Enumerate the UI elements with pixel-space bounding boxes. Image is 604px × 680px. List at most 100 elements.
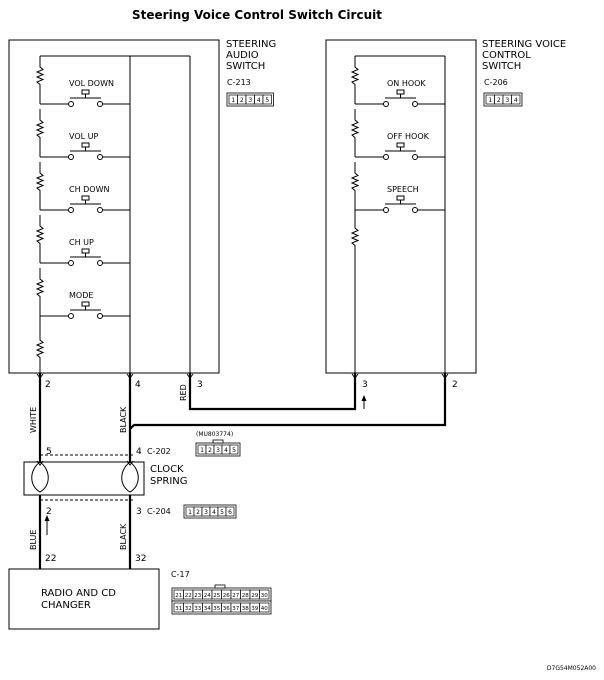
svg-text:38: 38 (242, 606, 249, 612)
switch-on-hook: ON HOOK (355, 79, 445, 107)
audio-switch-name-line-1: STEERING (226, 39, 276, 50)
svg-text:37: 37 (232, 606, 239, 612)
voice-switch-name-line-1: STEERING VOICE (482, 39, 566, 50)
clock-spring-pin-2: 2 (46, 507, 52, 517)
c213-pin-2: 2 (237, 94, 247, 105)
svg-text:1: 1 (200, 447, 204, 454)
resistor-symbol (35, 276, 45, 300)
audio-switch-name-line-2: AUDIO (226, 50, 259, 61)
wire-color-red: RED (179, 384, 188, 401)
svg-text:4: 4 (257, 97, 261, 104)
svg-text:3: 3 (204, 509, 208, 516)
switch-mode: MODE (40, 291, 130, 319)
c17-pin-21: 21 (173, 589, 184, 600)
svg-text:22: 22 (185, 593, 192, 599)
resistor-symbol (35, 170, 45, 194)
c206-pin-1: 1 (485, 94, 495, 105)
c202-pin-2: 2 (205, 444, 215, 455)
diagram-title: Steering Voice Control Switch Circuit (132, 8, 382, 22)
svg-text:2: 2 (240, 97, 244, 104)
svg-text:4: 4 (135, 380, 141, 390)
radio-name-line-1: RADIO AND CD (41, 588, 116, 599)
clock-spring-part-number: (MU803774) (196, 431, 233, 438)
resistor-symbol (35, 64, 45, 88)
c17-pin-22: 22 (183, 589, 194, 600)
radio-pin-22: 22 (45, 554, 56, 564)
svg-text:24: 24 (204, 593, 211, 599)
svg-text:3: 3 (248, 97, 252, 104)
c17-pin-36: 36 (221, 602, 232, 613)
svg-text:34: 34 (204, 606, 211, 612)
resistor-symbol (35, 117, 45, 141)
switch-off-hook: OFF HOOK (355, 132, 445, 160)
resistor-symbol (35, 223, 45, 247)
switch-ch-down: CH DOWN (40, 185, 130, 213)
c202-pin-1: 1 (197, 444, 207, 455)
switch-label-mode: MODE (69, 291, 93, 300)
switch-label-speech: SPEECH (387, 185, 419, 194)
c17-pin-39: 39 (249, 602, 260, 613)
svg-text:32: 32 (185, 606, 192, 612)
c17-pin-27: 27 (230, 589, 241, 600)
c17-pin-32: 32 (183, 602, 194, 613)
svg-text:4: 4 (212, 509, 216, 516)
svg-text:5: 5 (220, 509, 224, 516)
switch-vol-up: VOL UP (40, 132, 130, 160)
voice-switch-name-line-2: CONTROL (482, 50, 531, 61)
c17-pin-24: 24 (202, 589, 213, 600)
clock-spring-connector-top: C-202 (147, 447, 171, 456)
wire-voice-ground (129, 373, 447, 430)
c17-pin-40: 40 (259, 602, 270, 613)
svg-text:4: 4 (224, 447, 228, 454)
c204-pin-5: 5 (217, 506, 227, 517)
c17-pin-28: 28 (240, 589, 251, 600)
radio-pin-32: 32 (135, 554, 146, 564)
svg-text:2: 2 (208, 447, 212, 454)
svg-text:33: 33 (194, 606, 201, 612)
svg-text:1: 1 (231, 97, 235, 104)
svg-text:27: 27 (232, 593, 239, 599)
c204-pin-3: 3 (201, 506, 211, 517)
clock-spring-pin-5: 5 (46, 447, 52, 457)
c204-pin-2: 2 (193, 506, 203, 517)
switch-label-off-hook: OFF HOOK (387, 132, 430, 141)
c17-pin-26: 26 (221, 589, 232, 600)
c204-pin-6: 6 (225, 506, 235, 517)
c204-pin-1: 1 (185, 506, 195, 517)
resistor-symbol (350, 117, 360, 141)
c17-pin-35: 35 (211, 602, 222, 613)
wire-color-black-lower: BLACK (119, 523, 128, 550)
svg-text:25: 25 (213, 593, 220, 599)
svg-text:21: 21 (175, 593, 182, 599)
voice-switch-name-line-3: SWITCH (482, 61, 521, 72)
resistor-symbol (350, 170, 360, 194)
resistor-symbol (350, 225, 360, 249)
c213-pin-4: 4 (254, 94, 264, 105)
svg-text:2: 2 (45, 380, 51, 390)
switch-ch-up: CH UP (40, 238, 130, 266)
audio-switch-name-line-3: SWITCH (226, 61, 265, 72)
c213-pin-1: 1 (228, 94, 238, 105)
svg-text:3: 3 (505, 97, 509, 104)
switch-speech: SPEECH (355, 185, 445, 213)
svg-text:26: 26 (223, 593, 230, 599)
clock-spring-pin-3: 3 (136, 507, 142, 517)
steering-voice-control-switch: ON HOOK OFF HOOK SPEECH STEERING VOICE CON… (325, 39, 566, 374)
c213-pin-3: 3 (245, 94, 255, 105)
c17-pin-33: 33 (192, 602, 203, 613)
resistor-symbol (35, 337, 45, 361)
switch-label-on-hook: ON HOOK (387, 79, 426, 88)
svg-text:5: 5 (265, 97, 269, 104)
c17-pin-38: 38 (240, 602, 251, 613)
c202-pin-3: 3 (213, 444, 223, 455)
wire-color-black-upper: BLACK (119, 406, 128, 433)
c17-pin-30: 30 (259, 589, 270, 600)
